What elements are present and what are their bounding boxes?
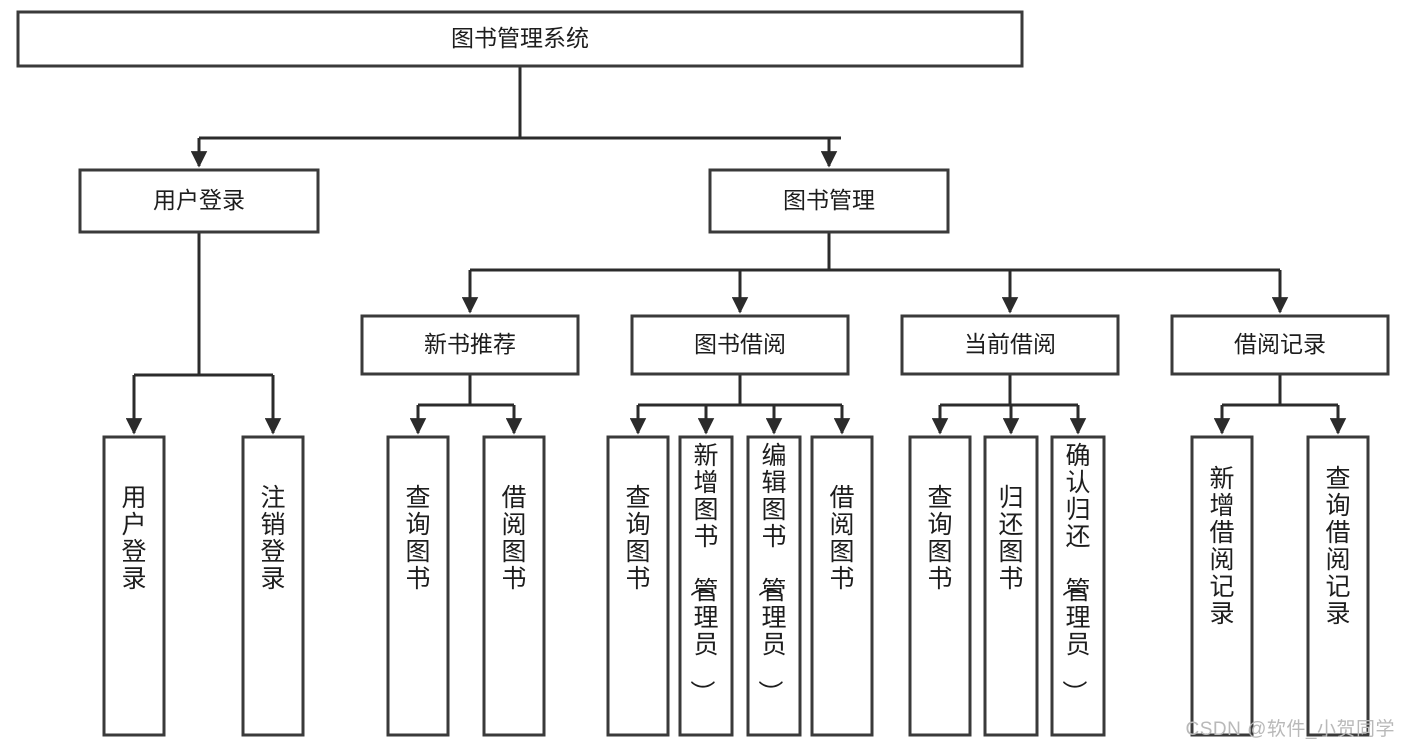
node-borrow-record-label: 借阅记录 (1234, 331, 1326, 357)
node-leaf-edit-book-admin[interactable]: 编辑图书（管理员） (746, 435, 802, 737)
node-current-borrow-box[interactable] (900, 314, 1120, 376)
node-leaf-query-book-rec-label: 查询图书 (405, 484, 430, 593)
node-current-borrow-label: 当前借阅 (964, 331, 1056, 357)
node-leaf-borrow-book[interactable]: 借阅图书 (810, 435, 874, 737)
node-new-book-rec-label: 新书推荐 (424, 331, 516, 357)
node-book-manage[interactable]: 图书管理 (708, 168, 950, 234)
node-leaf-add-borrow-record[interactable]: 新增借阅记录 (1190, 435, 1254, 737)
node-leaf-borrow-book-rec-box[interactable] (482, 435, 546, 737)
node-leaf-return-book[interactable]: 归还图书 (983, 435, 1039, 737)
node-leaf-user-login-label: 用户登录 (121, 484, 146, 593)
node-borrow-record-box[interactable] (1170, 314, 1390, 376)
node-leaf-user-logout[interactable]: 注销登录 (241, 435, 305, 737)
node-book-manage-label: 图书管理 (783, 187, 875, 213)
node-leaf-borrow-book-box[interactable] (810, 435, 874, 737)
node-book-borrow-box[interactable] (630, 314, 850, 376)
node-root-system-label: 图书管理系统 (451, 25, 589, 51)
node-leaf-borrow-book-rec[interactable]: 借阅图书 (482, 435, 546, 737)
node-leaf-add-book-admin[interactable]: 新增图书（管理员） (678, 435, 734, 737)
node-user-login-label: 用户登录 (153, 187, 245, 213)
node-leaf-edit-book-admin-box[interactable] (746, 435, 802, 737)
node-leaf-query-book-borrow-label: 查询图书 (625, 484, 650, 593)
node-user-login-box[interactable] (78, 168, 320, 234)
node-leaf-query-borrow-record-label: 查询借阅记录 (1325, 465, 1350, 628)
node-leaf-query-borrow-record[interactable]: 查询借阅记录 (1306, 435, 1370, 737)
node-root-system-box[interactable] (16, 10, 1024, 68)
node-leaf-query-book-current[interactable]: 查询图书 (908, 435, 972, 737)
node-leaf-query-book-current-box[interactable] (908, 435, 972, 737)
node-leaf-user-login[interactable]: 用户登录 (102, 435, 166, 737)
node-leaf-borrow-book-label: 借阅图书 (829, 484, 854, 593)
node-root-system[interactable]: 图书管理系统 (16, 10, 1024, 68)
node-leaf-query-book-current-label: 查询图书 (927, 484, 952, 593)
node-leaf-query-book-borrow-box[interactable] (606, 435, 670, 737)
node-leaf-confirm-return-admin-box[interactable] (1050, 435, 1106, 737)
node-leaf-query-book-rec[interactable]: 查询图书 (386, 435, 450, 737)
node-book-manage-box[interactable] (708, 168, 950, 234)
node-leaf-user-logout-box[interactable] (241, 435, 305, 737)
node-current-borrow[interactable]: 当前借阅 (900, 314, 1120, 376)
node-borrow-record[interactable]: 借阅记录 (1170, 314, 1390, 376)
node-leaf-add-borrow-record-box[interactable] (1190, 435, 1254, 737)
node-leaf-confirm-return-admin[interactable]: 确认归还（管理员） (1050, 435, 1106, 737)
leaf-nodes: 用户登录 注销登录 查询图书 借阅图书 查询图书 新增图书（管理员） 编辑图书（… (102, 435, 1370, 737)
node-leaf-borrow-book-rec-label: 借阅图书 (501, 484, 526, 593)
node-new-book-rec[interactable]: 新书推荐 (360, 314, 580, 376)
node-leaf-user-login-box[interactable] (102, 435, 166, 737)
node-leaf-edit-book-admin-label: 编辑图书（管理员） (755, 442, 786, 705)
node-book-borrow[interactable]: 图书借阅 (630, 314, 850, 376)
node-leaf-return-book-label: 归还图书 (998, 484, 1023, 593)
node-leaf-add-book-admin-label: 新增图书（管理员） (687, 442, 718, 705)
node-book-borrow-label: 图书借阅 (694, 331, 786, 357)
node-leaf-return-book-box[interactable] (983, 435, 1039, 737)
node-leaf-query-borrow-record-box[interactable] (1306, 435, 1370, 737)
node-leaf-query-book-borrow[interactable]: 查询图书 (606, 435, 670, 737)
node-leaf-add-borrow-record-label: 新增借阅记录 (1209, 465, 1234, 628)
node-user-login[interactable]: 用户登录 (78, 168, 320, 234)
connectors (125, 66, 1347, 435)
node-leaf-query-book-rec-box[interactable] (386, 435, 450, 737)
node-leaf-user-logout-label: 注销登录 (260, 484, 285, 593)
node-leaf-confirm-return-admin-label: 确认归还（管理员） (1059, 442, 1090, 705)
node-leaf-add-book-admin-box[interactable] (678, 435, 734, 737)
node-new-book-rec-box[interactable] (360, 314, 580, 376)
